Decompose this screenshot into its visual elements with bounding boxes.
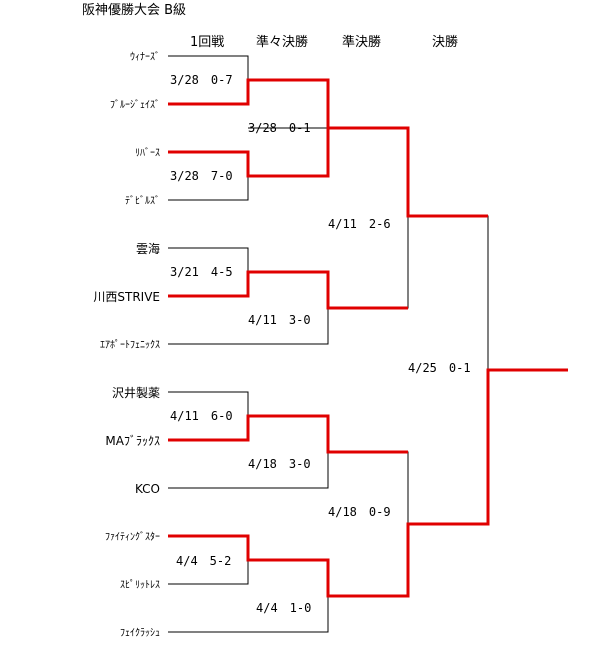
bracket-line <box>168 176 249 201</box>
team-name: MAﾌﾞﾗｯｸｽ <box>105 434 160 448</box>
team-name: 川西STRIVE <box>93 290 160 304</box>
team-name: ﾘﾊﾞｰｽ <box>135 147 160 159</box>
team-name: ｳｨﾅｰｽﾞ <box>130 51 160 63</box>
team-name: ﾌｪｲｸﾗｯｼｭ <box>120 627 160 639</box>
team-name: KCO <box>135 482 160 496</box>
bracket-line <box>168 596 329 633</box>
round-header-final: 決勝 <box>432 35 458 50</box>
match-result: 3/28 7-0 <box>170 169 233 183</box>
bracket-line <box>408 215 489 370</box>
bracket-line <box>168 308 329 345</box>
match-result: 3/21 4-5 <box>170 265 233 279</box>
winner-path <box>168 368 568 598</box>
tournament-title: 阪神優勝大会 B級 <box>82 3 186 18</box>
winner-path <box>168 270 408 310</box>
team-name: 雲海 <box>136 241 160 256</box>
team-name: ﾃﾞﾋﾞﾙｽﾞ <box>125 195 160 207</box>
team-name: 沢井製薬 <box>112 386 160 400</box>
team-name: ﾌｧｲﾃｨﾝｸﾞｽﾀｰ <box>105 531 160 543</box>
team-name: ｽﾋﾟﾘｯﾄﾚｽ <box>120 579 160 591</box>
match-result: 4/11 6-0 <box>170 409 233 423</box>
match-result: 3/28 0-1 <box>248 121 311 135</box>
match-result: 4/11 3-0 <box>248 313 311 327</box>
winner-path <box>168 414 408 454</box>
match-result: 4/11 2-6 <box>328 217 391 231</box>
match-result: 4/18 3-0 <box>248 457 311 471</box>
match-result: 4/4 1-0 <box>256 601 311 615</box>
team-name: ｴｱﾎﾟｰﾄﾌｪﾆｯｸｽ <box>100 339 160 351</box>
match-result: 4/4 5-2 <box>176 554 231 568</box>
team-name: ﾌﾞﾙｰｼﾞｪｲｽﾞ <box>110 99 160 111</box>
round-header-quarterfinal: 準々決勝 <box>256 34 308 50</box>
bracket-line <box>168 560 249 585</box>
winner-path <box>168 78 330 128</box>
bracket-line <box>168 452 329 489</box>
bracket-line <box>248 415 329 452</box>
bracket-line <box>168 55 249 80</box>
match-result: 3/28 0-7 <box>170 73 233 87</box>
round-header-first: 1回戦 <box>190 35 224 50</box>
winner-path <box>168 126 488 218</box>
round-header-semifinal: 準決勝 <box>342 34 381 50</box>
match-result: 4/25 0-1 <box>408 361 471 375</box>
bracket-line <box>168 391 249 416</box>
match-result: 4/18 0-9 <box>328 505 391 519</box>
bracket-line <box>168 247 249 272</box>
